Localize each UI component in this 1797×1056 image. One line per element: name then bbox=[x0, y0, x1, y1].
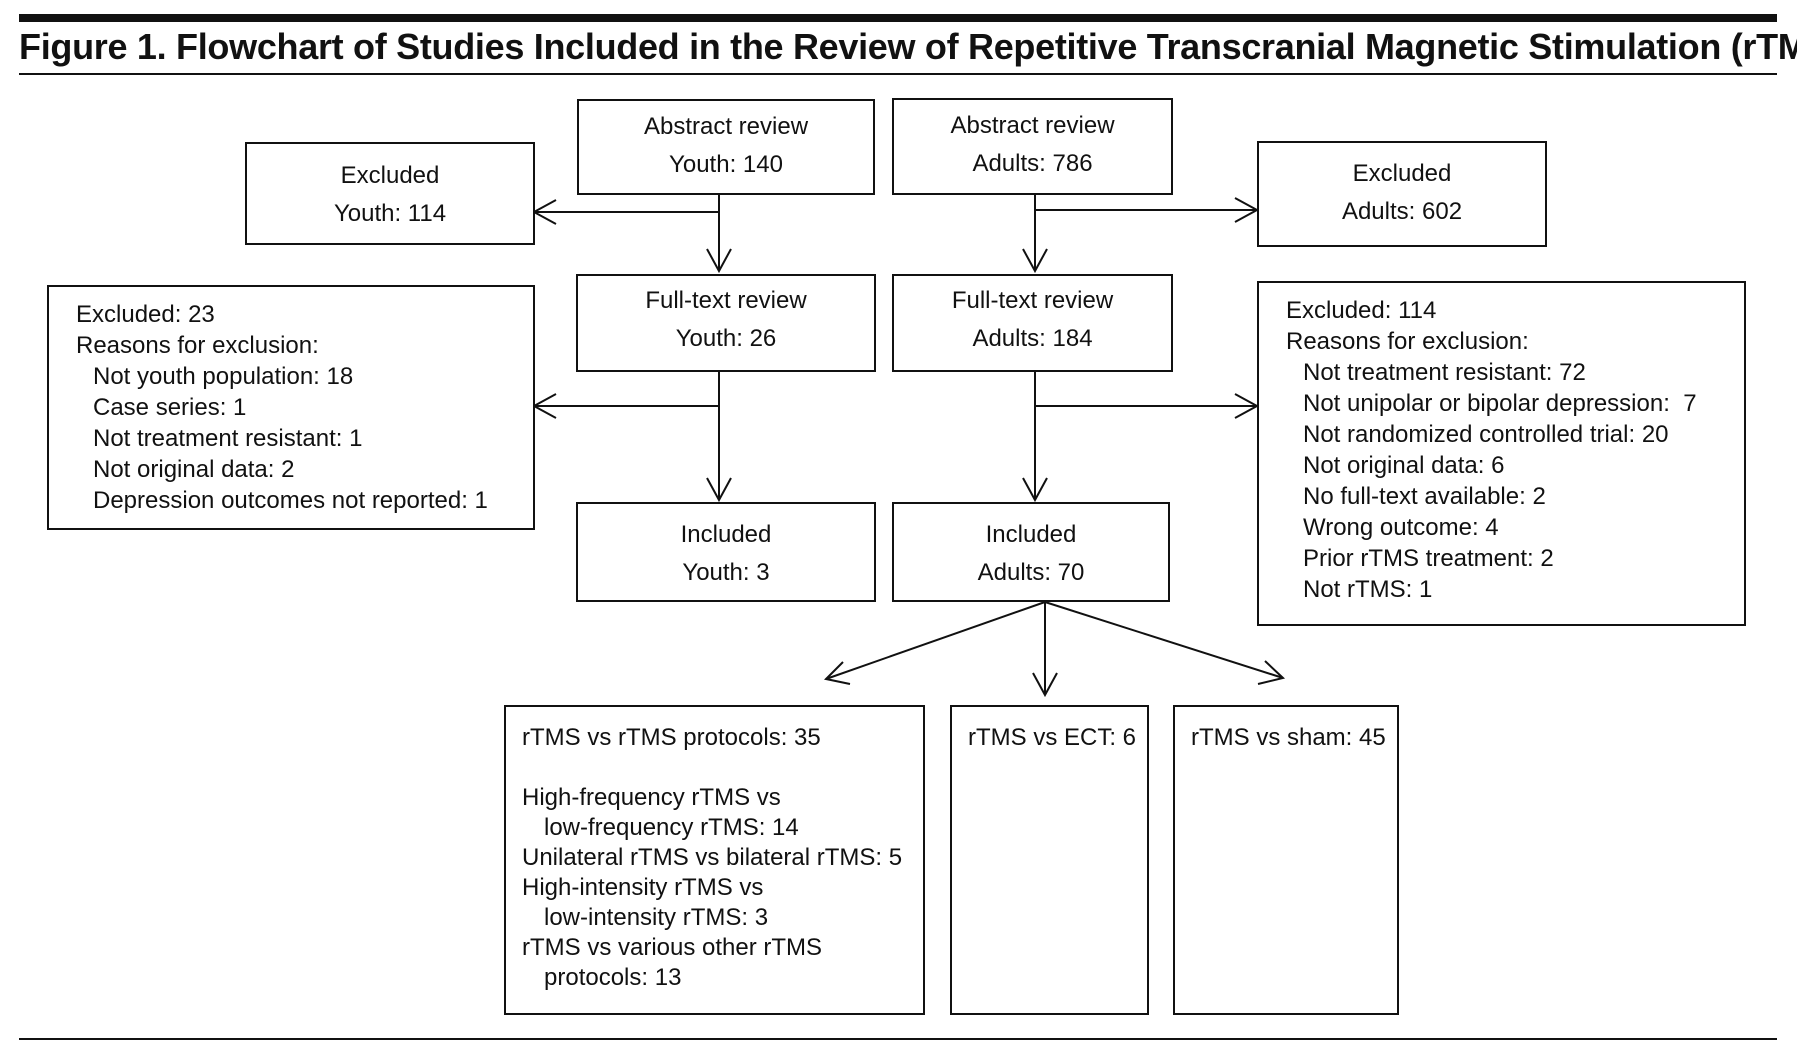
ect-heading: rTMS vs ECT: 6 bbox=[968, 724, 1137, 751]
youth-reasons-label: Reasons for exclusion: bbox=[76, 332, 319, 359]
adults-excluded-abstract-box: Excluded Adults: 602 bbox=[1257, 141, 1547, 247]
protocols-heading: rTMS vs rTMS protocols: 35 bbox=[522, 724, 821, 751]
youth-exclusion-reason: Not treatment resistant: 1 bbox=[93, 425, 363, 452]
top-rule bbox=[19, 14, 1777, 22]
protocol-comparison: High-intensity rTMS vs bbox=[522, 874, 764, 901]
bottom-rule bbox=[19, 1038, 1777, 1040]
adults-excluded-abstract-count: Adults: 602 bbox=[1341, 198, 1463, 225]
adults-exclusion-reason: Not rTMS: 1 bbox=[1303, 576, 1433, 603]
arrowhead-youth-included bbox=[706, 477, 732, 503]
youth-exclusion-reason: Depression outcomes not reported: 1 bbox=[93, 487, 488, 514]
rtms-protocols-box: rTMS vs rTMS protocols: 35 High-frequenc… bbox=[504, 705, 925, 1015]
arrowhead-adults-fulltext bbox=[1022, 248, 1048, 274]
arrowhead-adults-included bbox=[1022, 477, 1048, 503]
protocol-comparison: rTMS vs various other rTMS bbox=[522, 934, 823, 961]
arrowhead-youth-fulltext bbox=[706, 248, 732, 274]
adults-exclusion-reason: Not original data: 6 bbox=[1303, 452, 1505, 479]
youth-excluded-fulltext-box: Excluded: 23 Reasons for exclusion: Not … bbox=[47, 285, 535, 530]
arrowhead-to-protocols bbox=[823, 661, 851, 685]
adults-abstract-count: Adults: 786 bbox=[972, 150, 1093, 177]
protocol-comparison-cont: protocols: 13 bbox=[544, 964, 682, 991]
adults-exclusion-reason: Not randomized controlled trial: 20 bbox=[1303, 421, 1669, 448]
arrow-to-sham bbox=[1044, 601, 1284, 679]
youth-excluded-abstract-box: Excluded Youth: 114 bbox=[245, 142, 535, 245]
adults-abstract-review-box: Abstract review Adults: 786 bbox=[892, 98, 1173, 195]
protocol-comparison: High-frequency rTMS vs bbox=[522, 784, 781, 811]
youth-fulltext-heading: Full-text review bbox=[645, 287, 807, 314]
youth-exclusion-reason: Case series: 1 bbox=[93, 394, 247, 421]
adults-reasons-label: Reasons for exclusion: bbox=[1286, 328, 1529, 355]
protocol-comparison: Unilateral rTMS vs bilateral rTMS: 5 bbox=[522, 844, 903, 871]
adults-included-count: Adults: 70 bbox=[977, 559, 1085, 586]
sham-heading: rTMS vs sham: 45 bbox=[1191, 724, 1386, 751]
adults-exclusion-reason: No full-text available: 2 bbox=[1303, 483, 1546, 510]
adults-exclusion-reason: Wrong outcome: 4 bbox=[1303, 514, 1499, 541]
protocol-comparison-cont: low-intensity rTMS: 3 bbox=[544, 904, 769, 931]
arrowhead-to-ect bbox=[1032, 672, 1058, 698]
youth-exclusion-reason: Not youth population: 18 bbox=[93, 363, 354, 390]
youth-included-count: Youth: 3 bbox=[682, 559, 770, 586]
youth-included-box: Included Youth: 3 bbox=[576, 502, 876, 602]
adults-excluded-fulltext-heading: Excluded: 114 bbox=[1286, 297, 1437, 324]
youth-exclusion-reason: Not original data: 2 bbox=[93, 456, 295, 483]
youth-abstract-count: Youth: 140 bbox=[669, 151, 783, 178]
adults-fulltext-review-box: Full-text review Adults: 184 bbox=[892, 274, 1173, 372]
figure-title: Figure 1. Flowchart of Studies Included … bbox=[19, 26, 1797, 67]
title-rule bbox=[19, 73, 1777, 75]
adults-included-heading: Included bbox=[985, 521, 1077, 548]
adults-fulltext-heading: Full-text review bbox=[951, 287, 1114, 314]
adults-fulltext-count: Adults: 184 bbox=[972, 325, 1093, 352]
arrow-to-protocols bbox=[825, 601, 1046, 680]
spacer bbox=[522, 753, 923, 783]
youth-excluded-abstract-count: Youth: 114 bbox=[333, 200, 447, 227]
youth-abstract-review-box: Abstract review Youth: 140 bbox=[577, 99, 875, 195]
youth-included-heading: Included bbox=[680, 521, 772, 548]
youth-fulltext-count: Youth: 26 bbox=[675, 325, 777, 352]
rtms-vs-sham-box: rTMS vs sham: 45 bbox=[1173, 705, 1399, 1015]
adults-excluded-fulltext-box: Excluded: 114 Reasons for exclusion: Not… bbox=[1257, 281, 1746, 626]
adults-exclusion-reason: Not unipolar or bipolar depression: 7 bbox=[1303, 390, 1697, 417]
adults-included-box: Included Adults: 70 bbox=[892, 502, 1170, 602]
youth-fulltext-review-box: Full-text review Youth: 26 bbox=[576, 274, 876, 372]
adults-exclusion-reason: Prior rTMS treatment: 2 bbox=[1303, 545, 1554, 572]
youth-excluded-fulltext-heading: Excluded: 23 bbox=[76, 301, 215, 328]
arrowhead-to-sham bbox=[1257, 660, 1286, 685]
adults-exclusion-reason: Not treatment resistant: 72 bbox=[1303, 359, 1586, 386]
adults-abstract-heading: Abstract review bbox=[950, 112, 1115, 139]
adults-excluded-abstract-heading: Excluded bbox=[1352, 160, 1452, 187]
youth-abstract-heading: Abstract review bbox=[643, 113, 809, 140]
protocol-comparison-cont: low-frequency rTMS: 14 bbox=[544, 814, 799, 841]
rtms-vs-ect-box: rTMS vs ECT: 6 bbox=[950, 705, 1149, 1015]
youth-excluded-abstract-heading: Excluded bbox=[340, 162, 440, 189]
